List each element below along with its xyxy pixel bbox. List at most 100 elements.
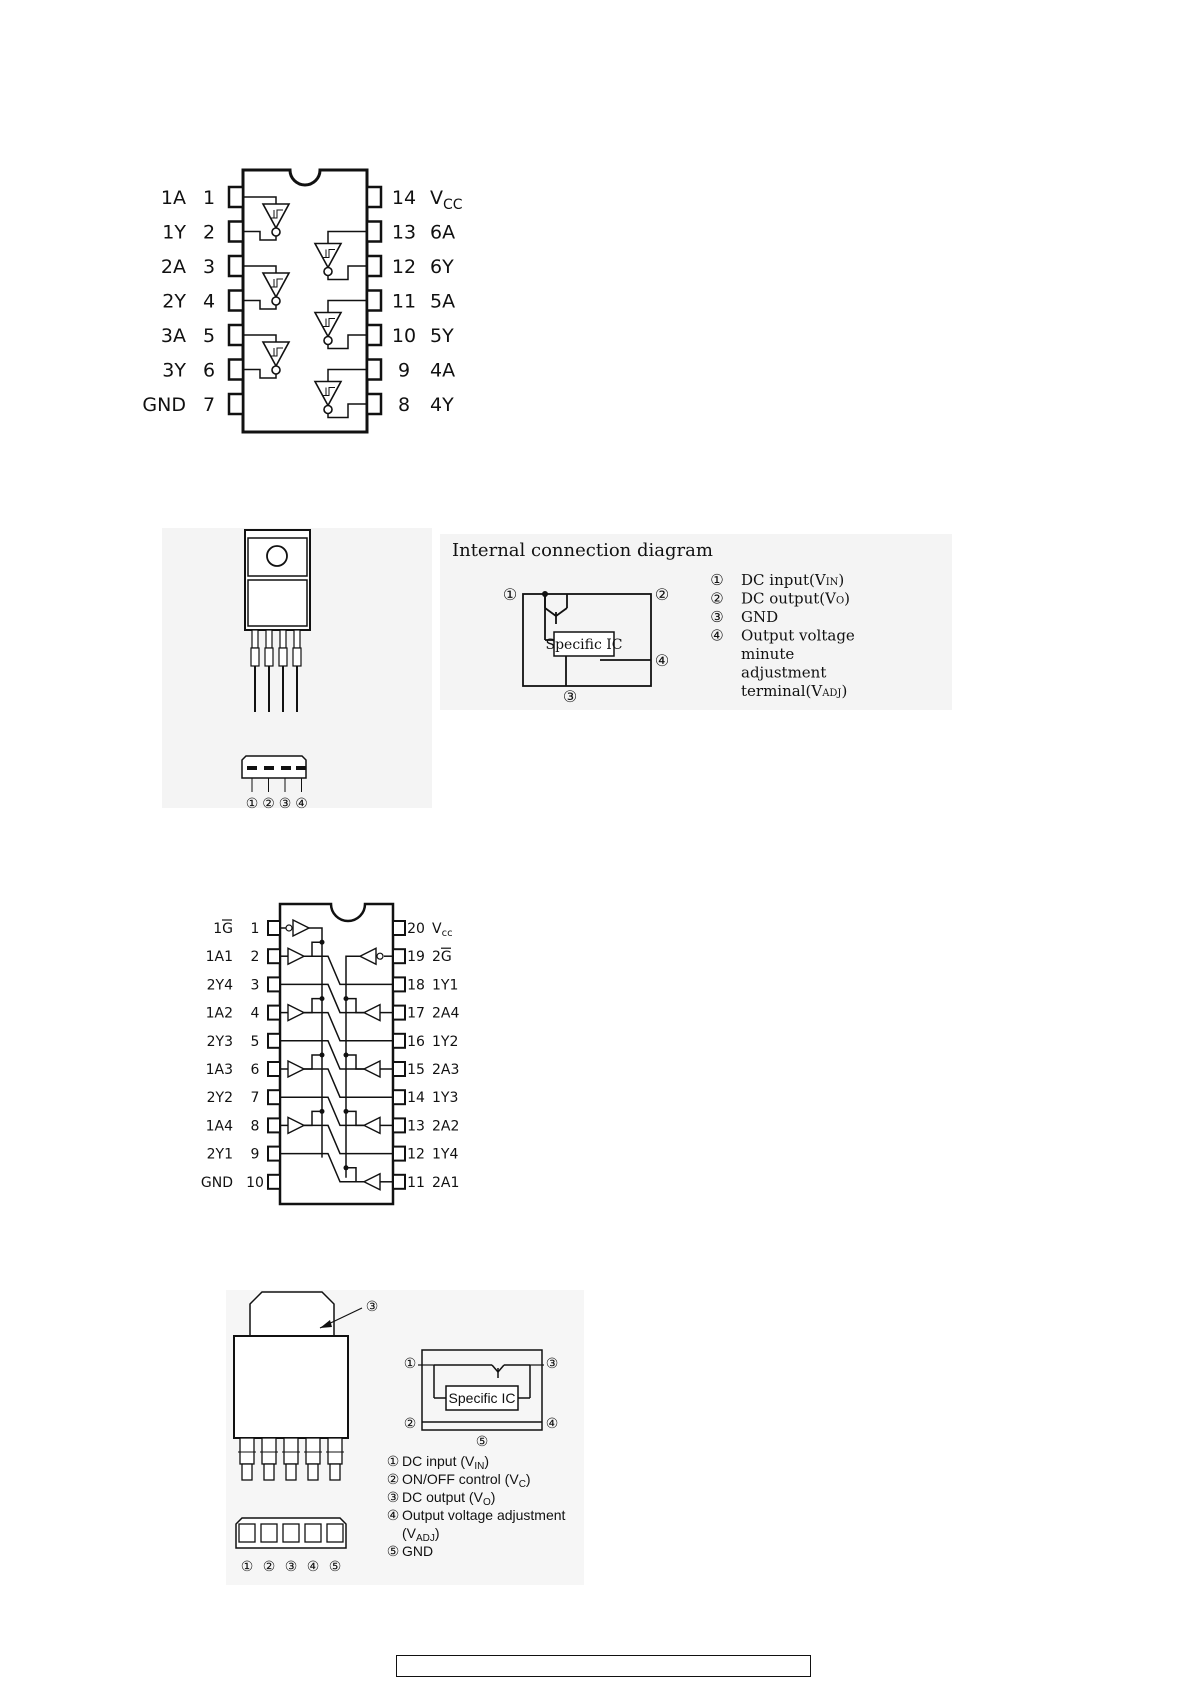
regulator2-lead-4 bbox=[304, 1437, 322, 1481]
regulator1-legend-mark-2: ② bbox=[710, 590, 723, 608]
ic2-pin-10 bbox=[267, 1173, 281, 1190]
ic1-pin-number-14: 14 bbox=[392, 187, 416, 209]
ic1-pin-5 bbox=[227, 323, 245, 347]
ic2-pin-name-9: 2Y1 bbox=[207, 1147, 233, 1163]
regulator2-legend-mark-6: ⑤ bbox=[387, 1543, 400, 1559]
ic2-pin-name-6: 1A3 bbox=[206, 1062, 233, 1078]
regulator2-legend-mark-3: ③ bbox=[387, 1489, 400, 1505]
ic2-pin-number-3: 3 bbox=[251, 977, 260, 993]
ic1-pin-name-7: GND bbox=[142, 394, 186, 416]
ic1-pin-name-1: 1A bbox=[161, 187, 186, 209]
ic1-pin-number-4: 4 bbox=[203, 291, 215, 313]
ic1-pin-8 bbox=[365, 392, 383, 416]
ic1-pin-name-11: 5A bbox=[430, 291, 455, 313]
ic2-pin-stubs bbox=[267, 920, 406, 1190]
ic1-pin-9 bbox=[365, 358, 383, 381]
regulator2-bottom-mark-1: ① bbox=[241, 1558, 254, 1574]
regulator1-bottom-mark-4: ④ bbox=[295, 795, 308, 811]
ic1-pin-name-8: 4Y bbox=[430, 394, 454, 416]
ic2-enable1-bubble bbox=[285, 924, 293, 932]
ic1-pin-number-3: 3 bbox=[203, 256, 215, 278]
regulator2-legend-text-1: DC input (VIN) bbox=[402, 1453, 489, 1472]
ic2-pin-3 bbox=[267, 976, 281, 993]
regulator1-lead-3 bbox=[278, 629, 288, 712]
footer-frame bbox=[396, 1655, 811, 1677]
ic2-internal-wiring bbox=[280, 918, 393, 1191]
regulator1-junction-dot bbox=[542, 591, 548, 597]
ic2-pin-number-10: 10 bbox=[246, 1175, 264, 1191]
ic2-pin-number-18: 18 bbox=[407, 977, 425, 993]
ic2-enable2-buffer bbox=[358, 947, 377, 966]
ic2-pin-number-20: 20 bbox=[407, 921, 425, 937]
ic2-pin-name-11: 2A1 bbox=[432, 1175, 459, 1191]
ic2-pin-15 bbox=[392, 1061, 406, 1077]
ic1-pin-2 bbox=[227, 220, 245, 243]
regulator2-ic-label: Specific IC bbox=[449, 1390, 516, 1406]
ic2-pin-number-9: 9 bbox=[251, 1147, 260, 1163]
regulator2-legend-text-6: GND bbox=[402, 1543, 433, 1559]
regulator2-legend-mark-4: ④ bbox=[387, 1507, 400, 1523]
ic2-pin-number-8: 8 bbox=[251, 1118, 260, 1134]
regulator1-ic-box bbox=[553, 631, 615, 657]
ic2-pin-number-7: 7 bbox=[251, 1090, 260, 1106]
ic2-pin-16 bbox=[392, 1032, 406, 1049]
ic2-pin-name-5: 2Y3 bbox=[207, 1034, 233, 1050]
ic2-pin-name-10: GND bbox=[201, 1175, 233, 1191]
regulator1-diagram-background bbox=[440, 534, 952, 710]
ic1-pin-number-5: 5 bbox=[203, 325, 215, 347]
ic1-pin-number-13: 13 bbox=[392, 222, 416, 244]
regulator1-lead-4 bbox=[292, 629, 302, 712]
regulator1-legend-text-7: terminal(VADJ) bbox=[741, 682, 847, 700]
ic2-pin-name-13: 2A2 bbox=[432, 1118, 459, 1134]
ic2-pin-name-16: 1Y2 bbox=[432, 1034, 458, 1050]
regulator1-bottom-pin-1 bbox=[247, 766, 257, 770]
ic1-inverter-gates bbox=[243, 196, 367, 419]
ic2-pin-name-14: 1Y3 bbox=[432, 1090, 458, 1106]
regulator1-lead-1 bbox=[250, 629, 260, 712]
regulator1-legend-mark-4: ④ bbox=[710, 627, 723, 645]
ic2-pin-name-2: 1A1 bbox=[206, 949, 233, 965]
ic1-pin-number-9: 9 bbox=[398, 360, 410, 382]
ic2-pin-name-12: 1Y4 bbox=[432, 1147, 458, 1163]
ic1-pin-4 bbox=[227, 289, 245, 312]
ic2-pin-12 bbox=[392, 1145, 406, 1162]
regulator2-legend-text-5: (VADJ) bbox=[402, 1525, 440, 1544]
ic2-pin-1 bbox=[267, 920, 281, 936]
ic2-pin-number-5: 5 bbox=[251, 1034, 260, 1050]
regulator1-lead-2 bbox=[264, 629, 274, 712]
regulator2-lead-5 bbox=[326, 1437, 344, 1481]
regulator1-terminal-mark-3: ③ bbox=[563, 687, 577, 706]
ic1-pin-14 bbox=[365, 185, 383, 209]
ic2-pin-5 bbox=[267, 1032, 281, 1049]
regulator1-package-front bbox=[244, 529, 311, 712]
ic2-pin-number-13: 13 bbox=[407, 1118, 425, 1134]
regulator1-legend-text-6: adjustment bbox=[741, 664, 826, 682]
regulator2-terminal-mark-4: ④ bbox=[546, 1415, 559, 1431]
regulator2-legend-text-2: ON/OFF control (VC) bbox=[402, 1471, 531, 1490]
regulator1-legend-text-5: minute bbox=[741, 645, 794, 663]
ic1-pin-number-6: 6 bbox=[203, 360, 215, 382]
regulator1-legend-mark-3: ③ bbox=[710, 608, 723, 626]
ic1-pin-1 bbox=[227, 185, 245, 209]
regulator2-legend-mark-1: ① bbox=[387, 1453, 400, 1469]
regulator2-bottom-mark-4: ④ bbox=[307, 1558, 320, 1574]
regulator1-terminal-mark-4: ④ bbox=[655, 651, 669, 670]
ic1-pin-name-14: VCC bbox=[430, 187, 463, 213]
ic1-pin-number-1: 1 bbox=[203, 187, 215, 209]
regulator2-terminal-mark-5: ⑤ bbox=[476, 1433, 489, 1449]
regulator1-bottom-mark-2: ② bbox=[262, 795, 275, 811]
ic2-pin-name-8: 1A4 bbox=[206, 1118, 233, 1134]
regulator2-lead-3 bbox=[282, 1437, 300, 1481]
ic1-pin-3 bbox=[227, 254, 245, 278]
ic2-pin-name-3: 2Y4 bbox=[207, 977, 233, 993]
ic2-pin-19 bbox=[392, 948, 406, 965]
ic2-pin-number-1: 1 bbox=[251, 921, 260, 937]
